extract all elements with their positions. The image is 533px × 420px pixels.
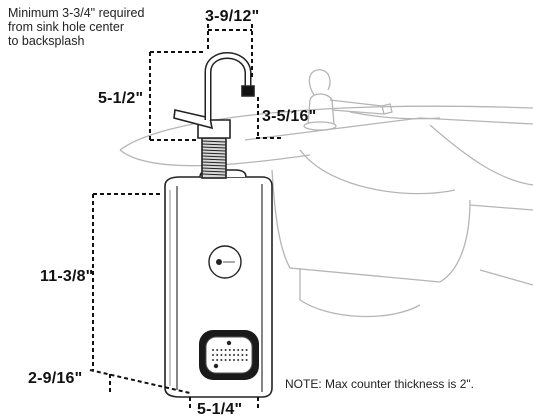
shank-threads — [201, 140, 227, 176]
background-faucet — [303, 69, 393, 131]
thread-line — [201, 170, 227, 173]
thread-line — [201, 161, 227, 164]
tank-depth-label: 2-9/16" — [28, 370, 83, 387]
vent-hole — [237, 349, 240, 351]
thread-line — [201, 149, 227, 152]
vent-hole — [224, 359, 227, 361]
thread-line — [201, 146, 227, 149]
vent-hole — [212, 354, 214, 356]
vent-hole — [233, 359, 235, 361]
vent-hole — [245, 359, 248, 361]
vent-hole — [237, 354, 240, 356]
vent-hole — [245, 349, 248, 351]
requirement-line-2: from sink hole center — [8, 20, 125, 34]
counter-thickness-note: NOTE: Max counter thickness is 2". — [285, 377, 474, 391]
dimension-lines — [89, 24, 282, 410]
vent-hole — [212, 349, 214, 351]
vent-hole — [216, 354, 219, 356]
sink-counter — [119, 105, 533, 318]
thread-line — [201, 140, 227, 143]
vent-hole — [212, 359, 214, 361]
brand-logo-icon — [208, 245, 242, 279]
vent-hole — [241, 359, 244, 361]
vent-hole — [216, 349, 219, 351]
vent-hole — [228, 359, 231, 361]
tank-height-label: 11-3/8" — [40, 268, 94, 285]
vent-hole — [241, 354, 244, 356]
thread-line — [201, 155, 227, 158]
vent-hole — [224, 354, 227, 356]
thread-line — [201, 143, 227, 146]
vent-hole — [220, 359, 223, 361]
spout-reach-label: 3-9/12" — [205, 8, 260, 25]
vent-hole — [228, 354, 231, 356]
tank-width-label: 5-1/4" — [197, 401, 243, 418]
vent-hole — [233, 354, 235, 356]
vent-hole — [220, 354, 223, 356]
thread-line — [201, 152, 227, 155]
vent-holes — [212, 349, 248, 361]
thread-line — [201, 173, 227, 176]
thread-line — [201, 158, 227, 161]
requirement-line-3: to backsplash — [8, 34, 85, 48]
vent-hole — [241, 349, 244, 351]
thread-line — [201, 164, 227, 167]
vent-hole — [224, 349, 227, 351]
vent-hole — [228, 349, 231, 351]
vent-hole — [216, 359, 219, 361]
vent-hole — [233, 349, 235, 351]
vent-hole — [220, 349, 223, 351]
backsplash-requirement-note: Minimum 3-3/4" required from sink hole c… — [8, 6, 144, 48]
vent-hole — [237, 359, 240, 361]
vent-hole — [245, 354, 248, 356]
thread-line — [201, 167, 227, 170]
faucet-height-label: 5-1/2" — [98, 90, 144, 107]
spout-height-label: 3-5/16" — [262, 108, 317, 125]
requirement-line-1: Minimum 3-3/4" required — [8, 6, 145, 20]
